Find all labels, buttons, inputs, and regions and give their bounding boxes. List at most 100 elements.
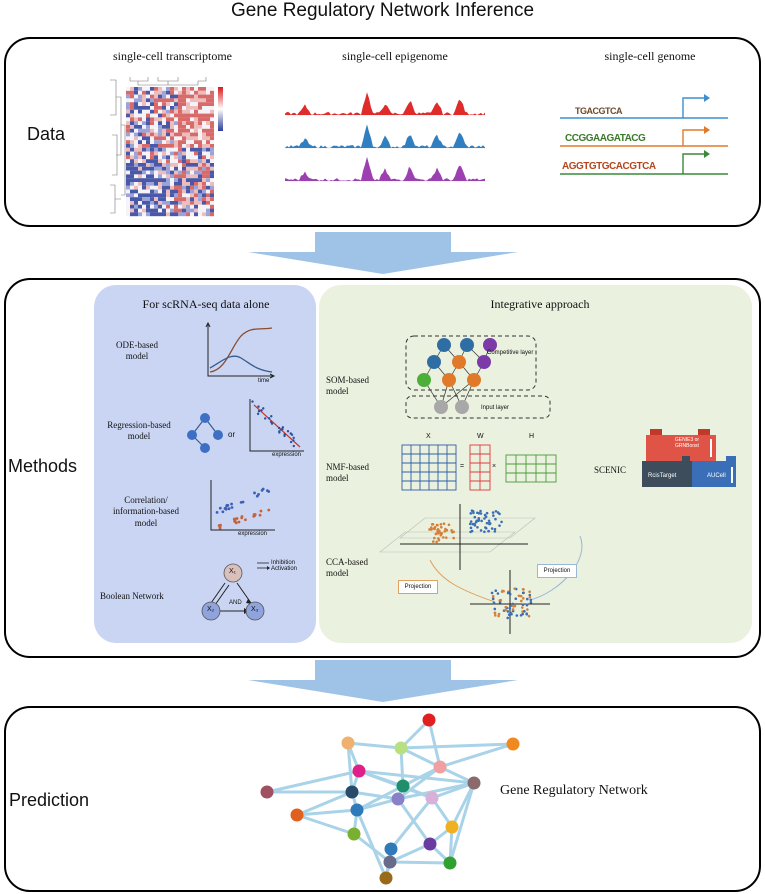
motif-3: AGGTGTGCACGTCA — [562, 161, 656, 172]
network-edge — [295, 790, 354, 817]
regression-plot — [249, 399, 304, 452]
motif-2: CCGGAAGATACG — [565, 133, 646, 144]
network-node — [443, 856, 457, 870]
network-edge — [346, 741, 403, 750]
integrative-heading: Integrative approach — [490, 297, 590, 311]
epigenome-heading: single-cell epigenome — [342, 49, 448, 63]
main-title: Gene Regulatory Network Inference — [230, 0, 535, 21]
network-edge — [355, 808, 388, 880]
network-edge — [389, 796, 434, 851]
scenic-aucell: AUCell — [707, 473, 726, 479]
nmf-w: W — [477, 433, 484, 440]
network-node — [394, 741, 408, 755]
scenic-genie: GENIE3 or GRNBoost — [674, 437, 700, 449]
transcriptome-heading: single-cell transcriptome — [113, 49, 232, 63]
network-node — [345, 785, 359, 799]
network-edge — [396, 781, 476, 801]
heatmap-image — [110, 77, 223, 217]
network-node — [425, 791, 439, 805]
down-arrow-2 — [248, 660, 518, 702]
network-node — [260, 785, 274, 799]
network-node — [290, 808, 304, 822]
network-edge — [388, 842, 432, 864]
epigenome-tracks — [285, 92, 485, 182]
genome-heading: single-cell genome — [604, 49, 696, 63]
projection-box-2: Projection — [537, 564, 577, 578]
nmf-times: × — [492, 463, 497, 470]
ode-xaxis: time — [258, 378, 270, 384]
network-node — [347, 827, 361, 841]
network-node — [379, 871, 393, 885]
network-edge — [396, 765, 442, 801]
cca-label: CCA-based model — [326, 557, 368, 579]
network-edge — [357, 769, 476, 785]
network-edge — [350, 790, 400, 801]
network-node — [396, 779, 410, 793]
network-graph — [260, 713, 520, 885]
prediction-label: Prediction — [9, 790, 90, 810]
down-arrow-1 — [248, 232, 518, 274]
som-label: SOM-based model — [326, 375, 369, 397]
network-edge — [265, 769, 361, 794]
nmf-matrices — [401, 444, 557, 491]
network-edge — [355, 784, 405, 812]
network-edge — [399, 746, 442, 769]
network-edge — [438, 742, 515, 769]
network-edge — [295, 813, 356, 836]
network-edge — [352, 832, 392, 864]
network-node — [433, 760, 447, 774]
network-node — [445, 820, 459, 834]
projection-label-2: Projection — [543, 568, 571, 574]
network-edge — [399, 718, 431, 750]
correlation-plot — [210, 480, 275, 531]
nmf-label: NMF-based model — [326, 462, 369, 484]
boolean-x1: X₁ — [229, 568, 237, 575]
network-edge — [399, 742, 515, 750]
network-edge — [427, 718, 442, 769]
correlation-xaxis: expression — [238, 531, 268, 537]
network-node — [352, 764, 366, 778]
regression-tree — [187, 413, 223, 453]
network-node — [383, 855, 397, 869]
network-label: Gene Regulatory Network — [500, 783, 648, 798]
network-edge — [355, 797, 400, 812]
boolean-inhibition: Inhibition — [271, 560, 296, 566]
network-node — [341, 736, 355, 750]
boolean-label: Boolean Network — [100, 591, 164, 601]
scenic-label: SCENIC — [594, 465, 627, 475]
boolean-x3: X₃ — [251, 606, 259, 613]
methods-label: Methods — [8, 456, 78, 476]
network-node — [422, 713, 436, 727]
cca-diagram — [379, 504, 583, 634]
network-node — [423, 837, 437, 851]
genome-motifs — [560, 94, 728, 175]
boolean-and: AND — [229, 600, 242, 606]
network-node — [350, 803, 364, 817]
som-input: Input layer — [481, 405, 510, 411]
projection-box-1: Projection — [398, 580, 438, 594]
regression-or: or — [228, 430, 236, 439]
network-edge — [448, 781, 476, 865]
scenic-diagram — [642, 429, 736, 487]
som-competitive: Competitive layer — [487, 350, 534, 356]
boolean-activation: Activation — [271, 566, 298, 572]
regression-label: Regression-based model — [107, 420, 171, 442]
scenic-rcistarget: RcisTarget — [648, 473, 677, 479]
network-edge — [346, 741, 354, 794]
motif-1: TGACGTCA — [575, 106, 623, 116]
nmf-x: X — [426, 433, 431, 440]
nmf-h: H — [529, 433, 535, 440]
network-edge — [396, 797, 432, 846]
scrna-box — [94, 285, 316, 643]
network-node — [384, 842, 398, 856]
network-node — [467, 776, 481, 790]
network-edge — [295, 808, 359, 817]
som-diagram — [405, 335, 551, 419]
network-node — [506, 737, 520, 751]
network-edge — [388, 860, 452, 865]
ode-plot — [205, 322, 276, 379]
projection-label-1: Projection — [404, 584, 432, 590]
data-label: Data — [27, 124, 66, 144]
ode-label: ODE-based model — [116, 340, 158, 362]
correlation-label: Correlation/ information-based model — [113, 495, 179, 528]
